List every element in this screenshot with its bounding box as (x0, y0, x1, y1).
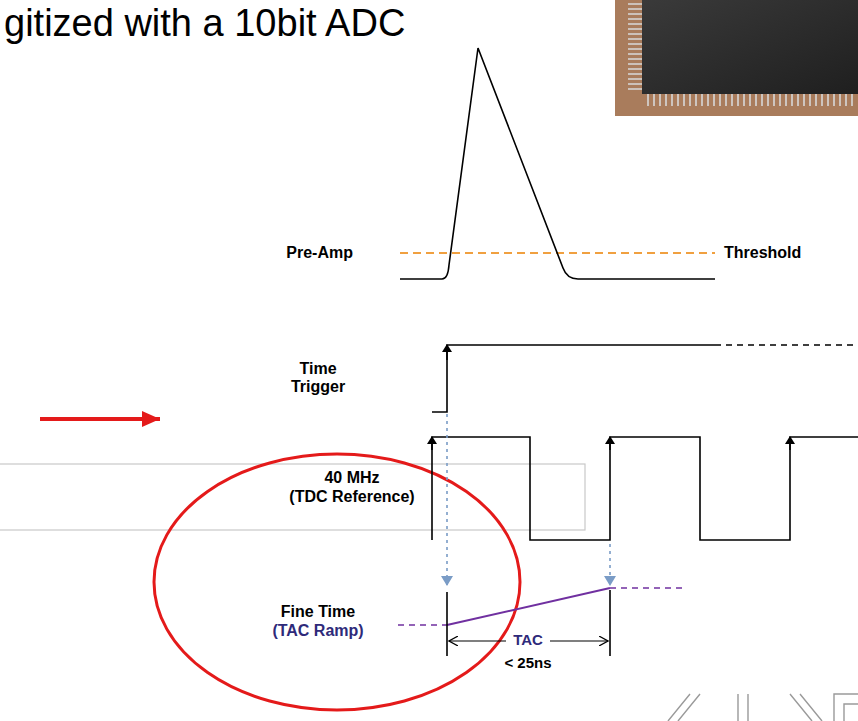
highlight-ellipse (154, 454, 520, 710)
tac-span-arrow (449, 640, 506, 641)
signal-note: (TDC Reference) (287, 488, 416, 506)
tac-start-line (446, 592, 448, 656)
signal-name: Pre-Amp (284, 244, 355, 262)
signal-name: 40 MHz (322, 469, 381, 487)
chip-photo (615, 0, 858, 116)
trigger-signal (432, 345, 715, 412)
slide-heading: gitized with a 10bit ADC (2, 2, 407, 46)
signal-note: (TAC Ramp) (270, 622, 365, 640)
logo-fragment (668, 694, 858, 721)
tac-ramp (447, 588, 610, 625)
guide-line (609, 544, 611, 586)
preamp-pulse (400, 48, 715, 279)
chip-pins-left (628, 4, 642, 89)
photo-background (615, 0, 858, 116)
chip-pins-bottom (648, 94, 852, 106)
clock-signal (432, 437, 858, 540)
ramp-hold (610, 587, 684, 589)
threshold-label: Threshold (722, 244, 803, 262)
pointer-arrow (40, 417, 160, 421)
chip-body (642, 0, 858, 94)
signal-name: Time Trigger (276, 360, 360, 397)
signal-name: Fine Time (279, 603, 357, 621)
span-value: < 25ns (502, 654, 553, 671)
tac-stop-line (609, 590, 611, 656)
clock-edge-arrow (789, 437, 791, 450)
clock-edge-arrow (431, 437, 433, 450)
guide-line (446, 414, 448, 586)
span-label: TAC (511, 631, 545, 648)
ramp-baseline (398, 624, 447, 626)
trigger-edge-arrow (446, 345, 448, 360)
trigger-continuation (715, 344, 858, 346)
tac-span-arrow (550, 640, 608, 641)
clock-edge-arrow (609, 437, 611, 450)
